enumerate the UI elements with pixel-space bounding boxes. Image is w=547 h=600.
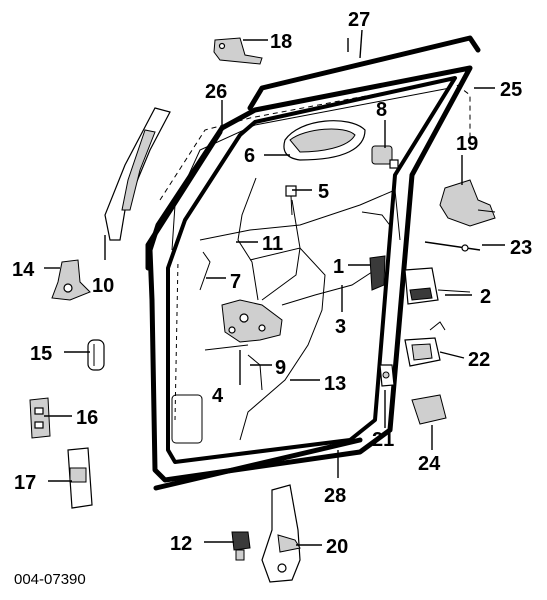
- callout-24: 24: [418, 453, 441, 475]
- handle-2: [404, 267, 471, 305]
- pad-15: [87, 339, 105, 371]
- upper-door-frame-seal: [247, 35, 481, 111]
- door-shell: [159, 79, 471, 444]
- bellcrank-1: [369, 255, 386, 291]
- callout-15: 15: [30, 343, 52, 365]
- door-lower-pocket: [171, 394, 203, 444]
- callout-16: 16: [76, 407, 98, 429]
- callout-labels: 27 18 26 25 8 6 19 5 23 11 7 1 2 3 9 4 1…: [12, 9, 532, 558]
- pad-24: [411, 394, 447, 425]
- callout-17: 17: [14, 472, 36, 494]
- callout-1: 1: [333, 256, 344, 278]
- bracket-16: [29, 397, 51, 439]
- callout-6: 6: [244, 145, 255, 167]
- diagram-code: 004-07390: [14, 571, 86, 588]
- lock-cylinder-8: [371, 145, 399, 169]
- inside-handle-6: [283, 120, 366, 161]
- hinge-20: [261, 484, 301, 583]
- callout-20: 20: [326, 536, 348, 558]
- latch-19: [439, 179, 496, 227]
- callout-11: 11: [262, 233, 283, 255]
- leader-lines: [44, 29, 505, 546]
- callout-14: 14: [12, 259, 35, 281]
- striker-17: [67, 447, 93, 509]
- callout-13: 13: [324, 373, 346, 395]
- rod-clip-5: [285, 185, 297, 216]
- speaker-22: [404, 321, 446, 367]
- callout-18: 18: [270, 31, 292, 53]
- clip-21: [379, 364, 395, 387]
- callout-10: 10: [92, 275, 114, 297]
- rod-23: [424, 241, 481, 252]
- callout-2: 2: [480, 286, 491, 308]
- callout-7: 7: [230, 271, 241, 293]
- callout-22: 22: [468, 349, 490, 371]
- front-pillar-seal: [145, 129, 223, 271]
- callout-3: 3: [335, 316, 346, 338]
- callout-12: 12: [170, 533, 192, 555]
- callout-9: 9: [275, 357, 286, 379]
- latch-mechanism: [221, 299, 283, 343]
- hinge-14: [51, 259, 91, 301]
- callout-21: 21: [372, 429, 394, 451]
- callout-28: 28: [324, 485, 346, 507]
- assist-handle-10: [104, 107, 171, 241]
- sill-seal: [153, 437, 363, 491]
- inner-weatherstrip: [166, 76, 457, 464]
- hinge-18: [213, 37, 263, 65]
- callout-23: 23: [510, 237, 532, 259]
- callout-26: 26: [205, 81, 227, 103]
- callout-27: 27: [348, 9, 370, 31]
- callout-19: 19: [456, 133, 478, 155]
- callout-8: 8: [376, 99, 387, 121]
- callout-4: 4: [212, 385, 224, 407]
- callout-25: 25: [500, 79, 522, 101]
- hinge-pin-12: [231, 531, 251, 561]
- callout-5: 5: [318, 181, 329, 203]
